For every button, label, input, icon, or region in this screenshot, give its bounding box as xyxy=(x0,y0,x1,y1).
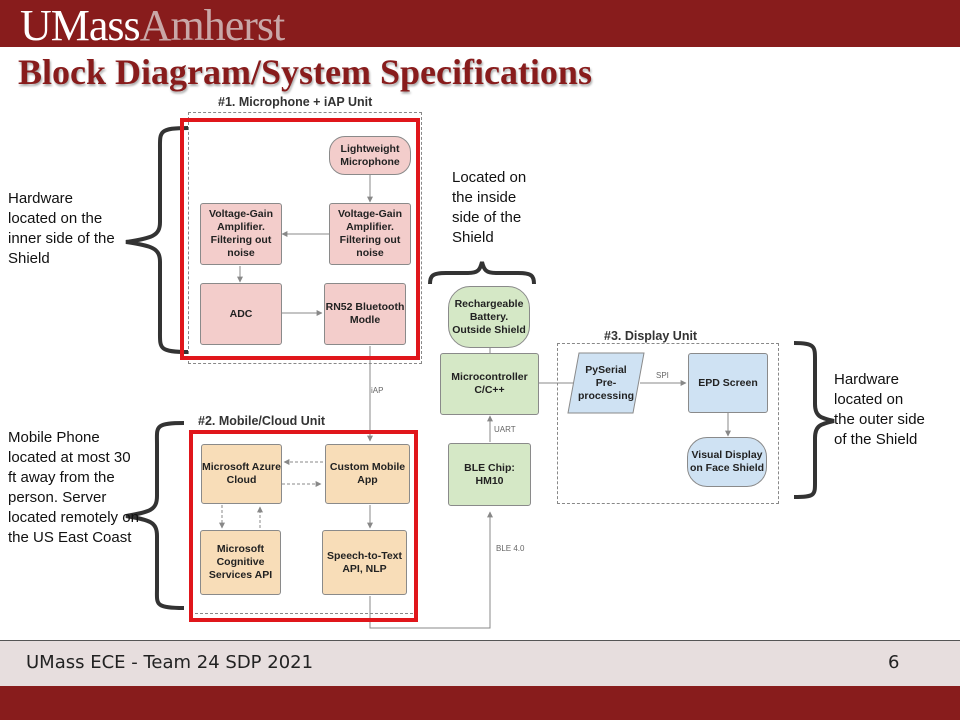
vga-right-block: Voltage-Gain Amplifier. Filtering out no… xyxy=(329,203,411,265)
logo-amherst: Amherst xyxy=(139,1,286,50)
microphone-block: Lightweight Microphone xyxy=(329,136,411,175)
brace-outer-hardware xyxy=(793,341,835,499)
footer-bar xyxy=(0,641,960,686)
logo-umass: UMass xyxy=(20,1,141,50)
note-hardware-outer: Hardware located on the outer side of th… xyxy=(834,371,925,448)
ble-label: BLE 4.0 xyxy=(496,544,525,553)
note-inside-shield: Located on the inside side of the Shield xyxy=(452,169,527,246)
brace-inside-shield xyxy=(428,261,536,285)
epd-block: EPD Screen xyxy=(688,353,768,413)
header-bar xyxy=(0,0,960,47)
spi-label: SPI xyxy=(656,371,669,380)
unit3-title: #3. Display Unit xyxy=(604,329,698,343)
pyserial-shape xyxy=(567,352,645,414)
adc-block: ADC xyxy=(200,283,282,345)
brace-inner-hardware xyxy=(125,126,189,354)
iap-label: iAP xyxy=(371,386,384,395)
speech-to-ble-path xyxy=(369,511,493,629)
azure-block: Microsoft Azure Cloud xyxy=(201,444,282,504)
microcontroller-block: Microcontroller C/C++ xyxy=(440,353,539,415)
uart-label: UART xyxy=(494,425,516,434)
brace-mobile xyxy=(125,421,185,610)
note-hardware-inner: Hardware located on the inner side of th… xyxy=(8,190,115,267)
bottom-bar xyxy=(0,686,960,720)
unit1-title: #1. Microphone + iAP Unit xyxy=(218,95,373,109)
unit2-highlight-frame xyxy=(189,430,418,622)
footer-divider xyxy=(0,640,960,641)
battery-block: Rechargeable Battery. Outside Shield xyxy=(448,286,530,348)
footer-text: UMass ECE - Team 24 SDP 2021 xyxy=(26,652,314,673)
ble-chip-block: BLE Chip: HM10 xyxy=(448,443,531,506)
page-number: 6 xyxy=(888,652,900,673)
note-mobile-phone: Mobile Phone located at most 30 ft away … xyxy=(8,429,139,546)
vga-left-block: Voltage-Gain Amplifier. Filtering out no… xyxy=(200,203,282,265)
unit1-highlight-frame xyxy=(180,118,420,360)
speech-block: Speech-to-Text API, NLP xyxy=(322,530,407,595)
umass-amherst-logo: UMassAmherst xyxy=(20,1,286,50)
unit2-title: #2. Mobile/Cloud Unit xyxy=(198,414,326,428)
rn52-block: RN52 Bluetooth Modle xyxy=(324,283,406,345)
unit3-dashed-frame xyxy=(557,343,779,504)
slide-title: Block Diagram/System Specifications xyxy=(18,52,592,92)
unit1-dashed-frame xyxy=(188,112,422,364)
cognitive-block: Microsoft Cognitive Services API xyxy=(200,530,281,595)
mobile-app-block: Custom Mobile App xyxy=(325,444,410,504)
pyserial-block: PySerial Pre-processing xyxy=(578,363,635,402)
visual-display-block: Visual Display on Face Shield xyxy=(687,437,767,487)
